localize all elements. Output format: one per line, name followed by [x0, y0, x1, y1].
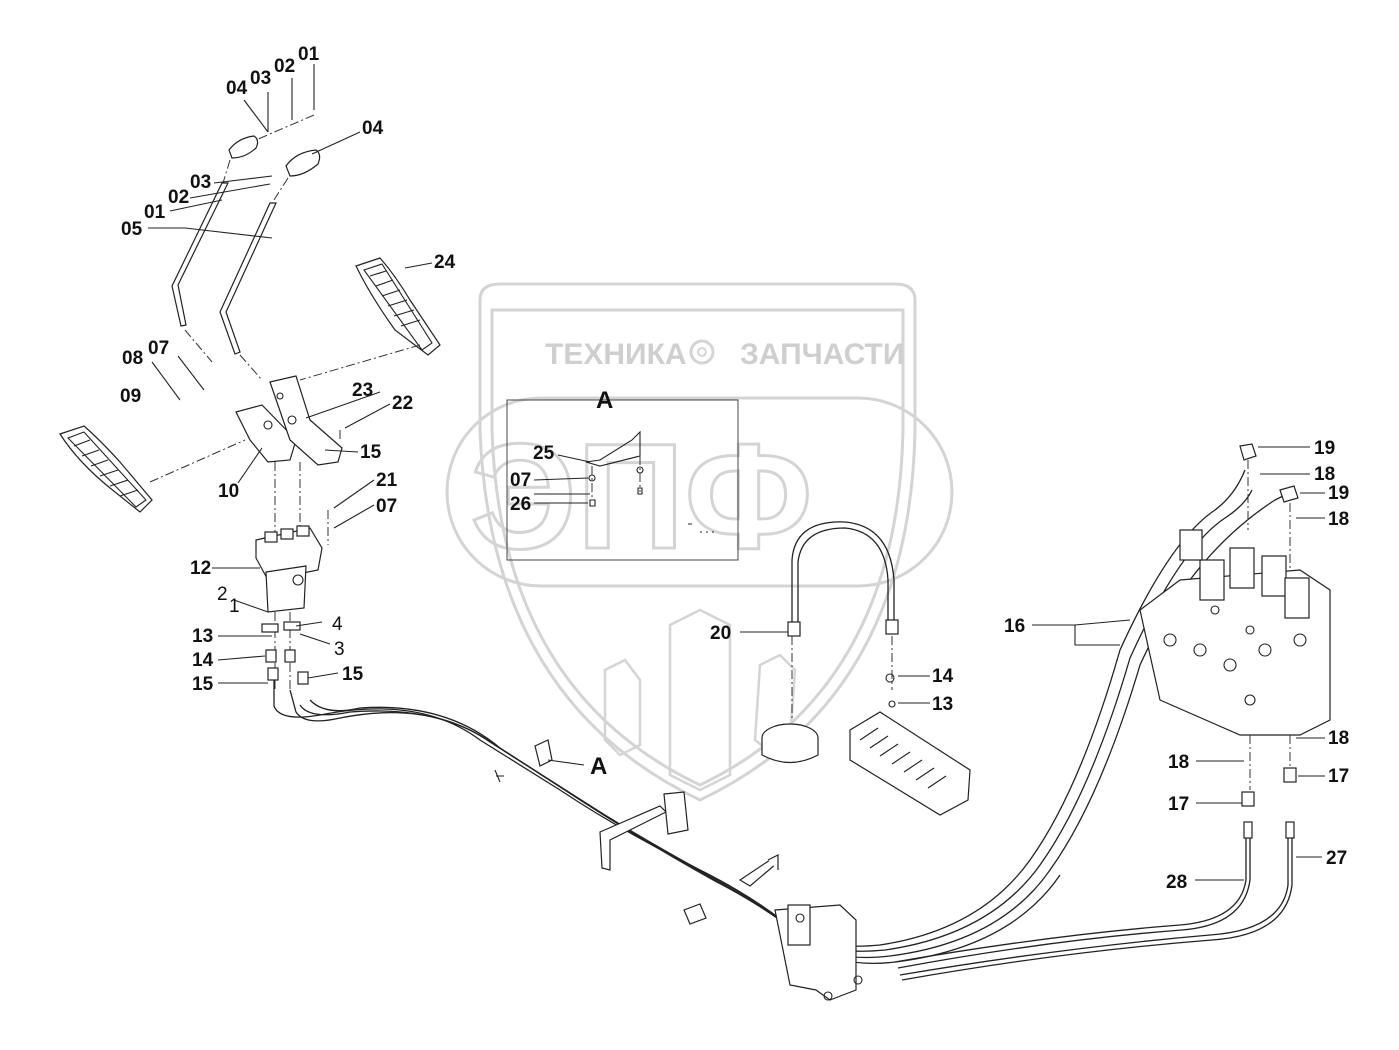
- label-21: 21: [376, 470, 398, 491]
- label-09: 09: [120, 386, 141, 407]
- label-14-b: 14: [932, 666, 954, 687]
- watermark-text-right: ЗАПЧАСТИ: [740, 338, 904, 371]
- label-02-top: 02: [274, 56, 295, 77]
- label-19-b: 19: [1328, 483, 1349, 504]
- label-04-top: 04: [226, 78, 248, 99]
- label-01-mid: 01: [144, 202, 166, 223]
- label-27: 27: [1326, 848, 1347, 869]
- label-18-c: 18: [1328, 728, 1349, 749]
- label-24: 24: [434, 252, 456, 273]
- gear-icon: [689, 339, 715, 365]
- label-18-d: 18: [1168, 752, 1189, 773]
- label-03-mid: 03: [190, 172, 211, 193]
- part-number-labels: 04 03 02 01 04 03 02 01 05 24 08 07 09 2…: [120, 44, 1349, 893]
- label-22: 22: [392, 393, 413, 414]
- label-15-a: 15: [360, 442, 382, 463]
- watermark-logo-letters: ЭПФ: [470, 412, 813, 580]
- label-19-a: 19: [1314, 438, 1335, 459]
- label-02-mid: 02: [168, 187, 189, 208]
- detail-label-07: 07: [510, 470, 531, 491]
- pedal-left: [59, 425, 246, 513]
- label-04-right: 04: [362, 118, 384, 139]
- detail-view-box: [506, 399, 739, 561]
- hose-brackets: [494, 739, 863, 1001]
- pilot-valve: [255, 525, 323, 690]
- label-4: 4: [332, 614, 343, 635]
- watermark-text-left: ТЕХНИКА: [545, 338, 687, 371]
- pedal-right: [299, 257, 441, 381]
- view-callout-label: A: [590, 753, 607, 780]
- label-05: 05: [121, 219, 143, 240]
- control-levers: [171, 114, 321, 381]
- label-13-a: 13: [192, 626, 213, 647]
- label-3: 3: [334, 639, 345, 660]
- label-08: 08: [122, 348, 143, 369]
- detail-label-26: 26: [510, 494, 531, 515]
- label-01-top: 01: [298, 44, 320, 65]
- label-07-a: 07: [148, 338, 169, 359]
- label-18-b: 18: [1328, 509, 1349, 530]
- pilot-manifold: [849, 673, 971, 816]
- label-16: 16: [1004, 616, 1025, 637]
- label-12: 12: [190, 558, 211, 579]
- swivel-motor: [761, 521, 899, 764]
- label-18-a: 18: [1314, 464, 1335, 485]
- label-23: 23: [352, 380, 373, 401]
- label-1: 1: [229, 596, 240, 617]
- label-13-b: 13: [932, 694, 953, 715]
- main-control-valve: [894, 443, 1331, 981]
- label-28: 28: [1166, 872, 1187, 893]
- label-15-c: 15: [342, 664, 364, 685]
- label-15-b: 15: [192, 674, 214, 695]
- detail-label-25: 25: [533, 443, 555, 464]
- label-03-top: 03: [250, 68, 271, 89]
- leader-lines: [148, 64, 1325, 881]
- label-14-a: 14: [192, 650, 214, 671]
- label-17-b: 17: [1328, 766, 1349, 787]
- pedal-brackets: [235, 375, 343, 545]
- wheat-emblem: [603, 608, 797, 792]
- label-2: 2: [217, 584, 228, 605]
- label-07-b: 07: [376, 496, 397, 517]
- detail-view-title: A: [596, 387, 613, 414]
- label-20: 20: [710, 623, 731, 644]
- label-17-a: 17: [1168, 794, 1189, 815]
- watermark-logo: ТЕХНИКА ЗАПЧАСТИ ЭПФ: [445, 282, 954, 802]
- label-10: 10: [218, 481, 239, 502]
